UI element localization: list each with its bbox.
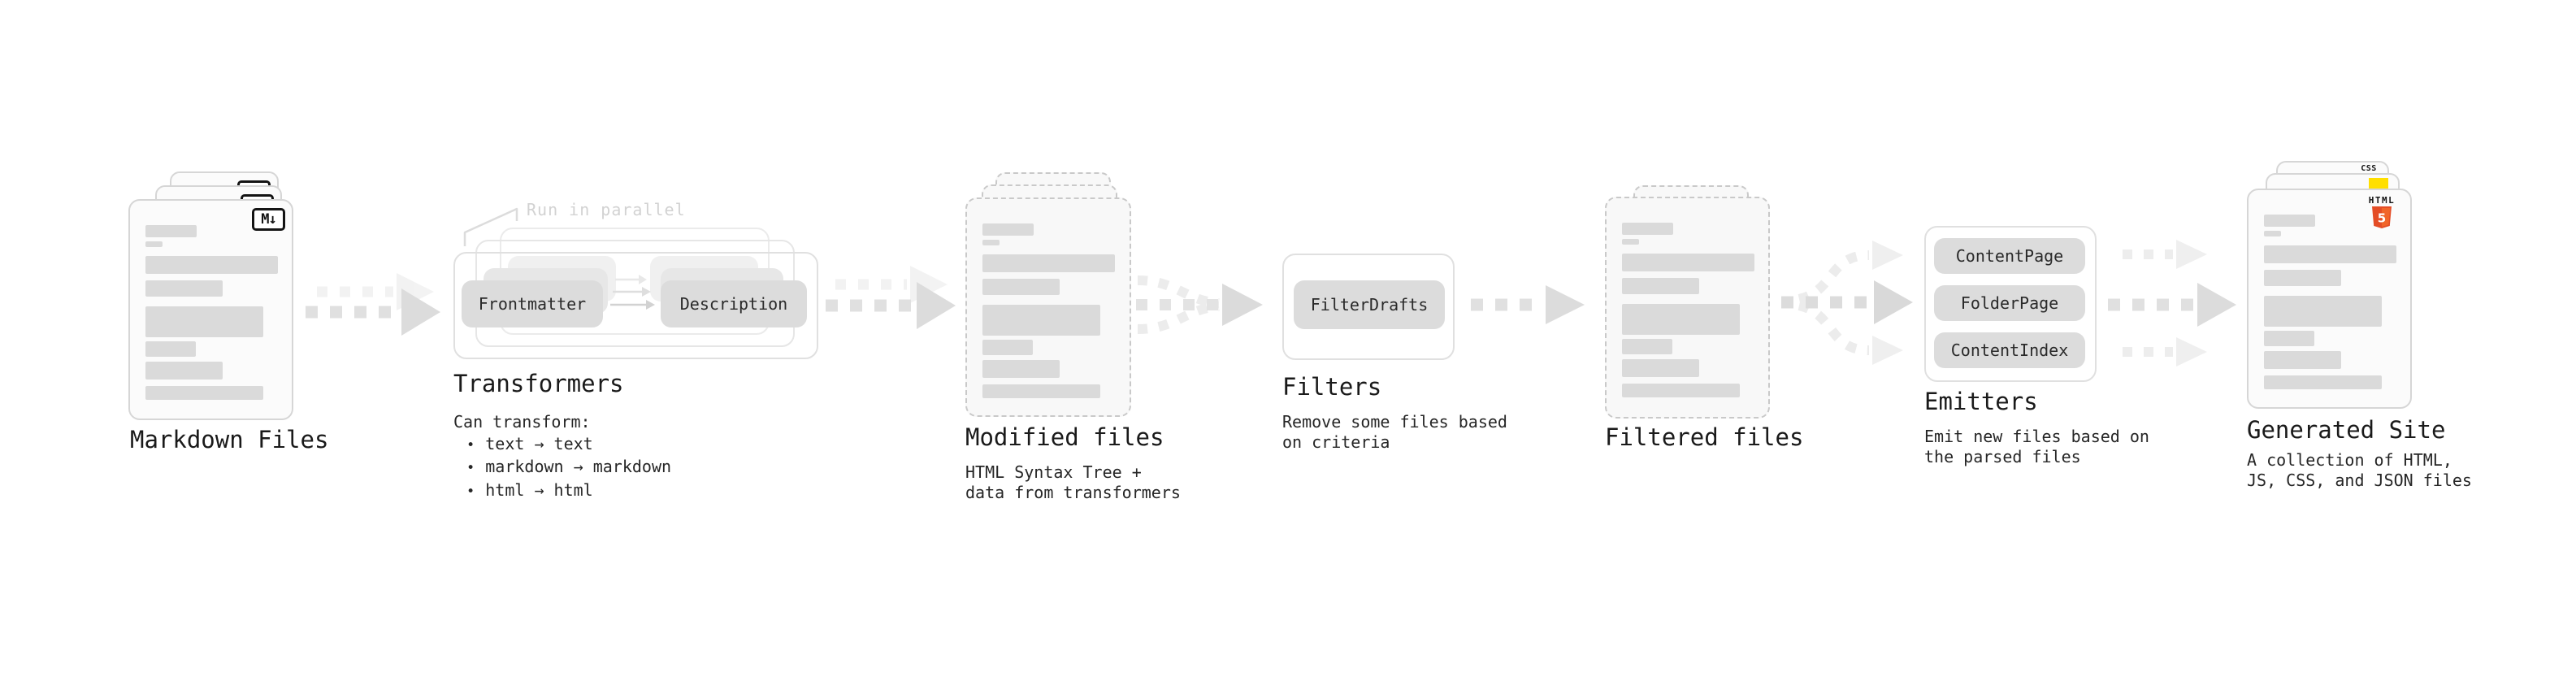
text-line-bar bbox=[982, 305, 1100, 336]
emitters-box bbox=[1924, 226, 2097, 382]
text-line-bar bbox=[1622, 384, 1740, 397]
text-line-bar bbox=[982, 254, 1115, 272]
text-line-bar bbox=[2264, 270, 2341, 286]
text-line-bar bbox=[2264, 215, 2315, 227]
markdown-icon: M↓ bbox=[252, 208, 285, 231]
transform-bullet: html → html bbox=[453, 479, 671, 503]
html5-icon-word: HTML bbox=[2368, 195, 2396, 206]
description-line: on criteria bbox=[1282, 432, 1390, 452]
transformers-label: Transformers bbox=[453, 370, 624, 397]
frontmatter-button: Frontmatter bbox=[462, 280, 603, 327]
text-line-bar bbox=[982, 340, 1033, 355]
filters-label: Filters bbox=[1282, 373, 1382, 401]
description-line: HTML Syntax Tree + bbox=[965, 462, 1142, 482]
arrow-emitters-to-generated bbox=[2108, 240, 2236, 367]
generated-site-label: Generated Site bbox=[2247, 416, 2446, 444]
modified-files-description: HTML Syntax Tree + data from transformer… bbox=[965, 462, 1181, 503]
text-line-bar bbox=[2264, 231, 2281, 236]
html5-icon: HTML 5 bbox=[2363, 196, 2400, 229]
description-line: data from transformers bbox=[965, 483, 1181, 502]
text-line-bar bbox=[145, 225, 197, 237]
text-line-bar bbox=[982, 279, 1060, 295]
run-in-parallel-note: Run in parallel bbox=[527, 200, 686, 219]
modified-files-label: Modified files bbox=[965, 423, 1164, 451]
transform-bullet: markdown → markdown bbox=[453, 456, 671, 479]
html5-shield-icon: 5 bbox=[2372, 206, 2392, 228]
text-line-bar bbox=[982, 223, 1034, 236]
svg-text:5: 5 bbox=[2378, 211, 2386, 226]
text-line-bar bbox=[1622, 278, 1699, 294]
can-transform-line: Can transform: bbox=[453, 412, 591, 432]
text-line-bar bbox=[2264, 296, 2382, 327]
emitters-description: Emit new files based on the parsed files bbox=[1924, 427, 2149, 467]
description-line: Remove some files based bbox=[1282, 412, 1507, 432]
filters-description: Remove some files based on criteria bbox=[1282, 412, 1507, 453]
description-line: the parsed files bbox=[1924, 447, 2081, 466]
filtered-files-label: Filtered files bbox=[1605, 423, 1804, 451]
text-line-bar bbox=[1622, 254, 1754, 271]
text-line-bar bbox=[2264, 245, 2396, 263]
folderpage-button: FolderPage bbox=[1934, 285, 2085, 321]
transformers-description: Can transform: text → text markdown → ma… bbox=[453, 411, 671, 502]
text-line-bar bbox=[2264, 331, 2314, 346]
text-line-bar bbox=[982, 360, 1060, 378]
description-line: JS, CSS, and JSON files bbox=[2247, 471, 2472, 490]
contentindex-button: ContentIndex bbox=[1934, 332, 2085, 368]
text-line-bar bbox=[145, 241, 163, 247]
markdown-icon-glyph: M↓ bbox=[261, 211, 277, 228]
transform-bullet: text → text bbox=[453, 433, 671, 457]
text-line-bar bbox=[145, 256, 278, 274]
text-line-bar bbox=[1622, 339, 1672, 354]
text-line-bar bbox=[145, 386, 263, 400]
generated-site-description: A collection of HTML, JS, CSS, and JSON … bbox=[2247, 450, 2472, 491]
text-line-bar bbox=[145, 362, 223, 380]
text-line-bar bbox=[1622, 304, 1740, 335]
contentpage-button: ContentPage bbox=[1934, 238, 2085, 274]
description-button: Description bbox=[661, 280, 807, 327]
description-line: Emit new files based on bbox=[1924, 427, 2149, 446]
text-line-bar bbox=[145, 341, 196, 357]
generated-html-card: HTML 5 bbox=[2247, 189, 2412, 409]
text-line-bar bbox=[1622, 223, 1673, 235]
markdown-file-card: M↓ bbox=[128, 199, 293, 420]
filters-box bbox=[1282, 254, 1455, 360]
javascript-file-icon bbox=[2369, 178, 2388, 190]
filtered-file-card bbox=[1605, 197, 1770, 419]
emitters-label: Emitters bbox=[1924, 388, 2038, 415]
filterdrafts-button: FilterDrafts bbox=[1294, 280, 1445, 329]
transformer-layer-front bbox=[453, 252, 818, 359]
arrow-filtered-to-emitters bbox=[1781, 241, 1913, 365]
text-line-bar bbox=[1622, 239, 1639, 245]
arrow-transformers-to-modified bbox=[826, 266, 956, 329]
modified-file-card bbox=[965, 197, 1131, 417]
arrow-filters-to-filtered bbox=[1471, 285, 1585, 324]
arrow-modified-to-filters bbox=[1136, 275, 1263, 334]
text-line-bar bbox=[145, 280, 223, 297]
text-line-bar bbox=[145, 306, 263, 337]
description-line: A collection of HTML, bbox=[2247, 450, 2452, 470]
text-line-bar bbox=[982, 384, 1100, 398]
text-line-bar bbox=[2264, 375, 2382, 389]
text-line-bar bbox=[2264, 351, 2341, 369]
css-icon-text: CSS bbox=[2361, 164, 2377, 173]
text-line-bar bbox=[1622, 359, 1699, 377]
text-line-bar bbox=[982, 240, 1000, 245]
arrow-markdown-to-transformers bbox=[306, 273, 440, 336]
markdown-files-label: Markdown Files bbox=[130, 426, 329, 453]
